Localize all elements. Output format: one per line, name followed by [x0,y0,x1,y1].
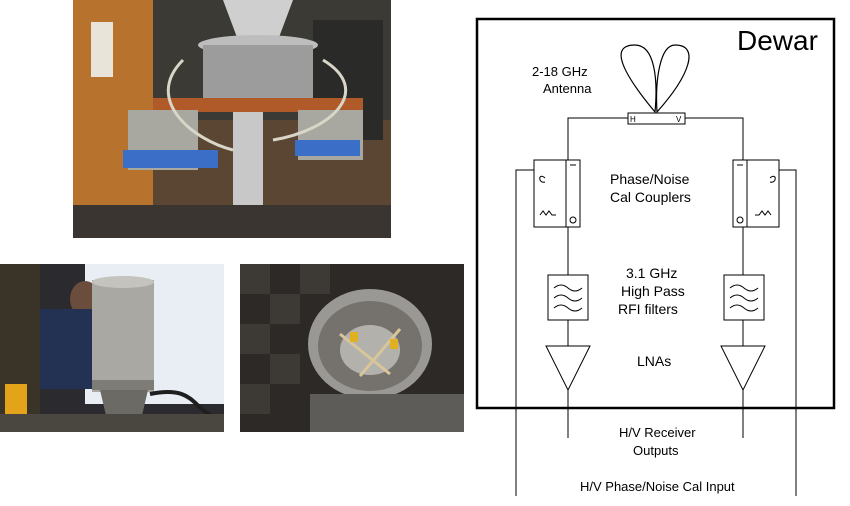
couplers-label-line2: Cal Couplers [610,189,691,205]
antenna-port-h: H [630,115,636,124]
filters-label-line1: 3.1 GHz [626,265,677,281]
dewar-box [475,17,836,410]
coupler-left [533,159,581,228]
receiver-outputs-line2: Outputs [633,443,679,458]
photo-dewar-interior [73,0,391,238]
receiver-outputs-line1: H/V Receiver [619,425,696,440]
antenna-label-line1: 2-18 GHz [532,64,588,79]
couplers-label-line1: Phase/Noise [610,171,690,187]
photo-dewar-open [240,264,464,432]
dewar-label: Dewar [737,25,818,56]
filters-label-line2: High Pass [621,283,685,299]
photo-dewar-assembly [0,264,224,432]
antenna-port-v: V [676,115,682,124]
antenna-lobe-right [656,44,690,114]
antenna-label-line2: Antenna [543,81,592,96]
lnas-label: LNAs [637,353,671,369]
lna-left [545,345,591,392]
cal-input-label: H/V Phase/Noise Cal Input [580,479,735,494]
lna-right [720,345,766,392]
receiver-block-diagram: Dewar H V 2-18 GHz Antenna Phase/Noise C… [470,0,850,501]
coupler-right [732,159,780,228]
antenna-lobe-left [620,44,657,114]
filters-label-line3: RFI filters [618,301,678,317]
filter-right [723,274,765,321]
